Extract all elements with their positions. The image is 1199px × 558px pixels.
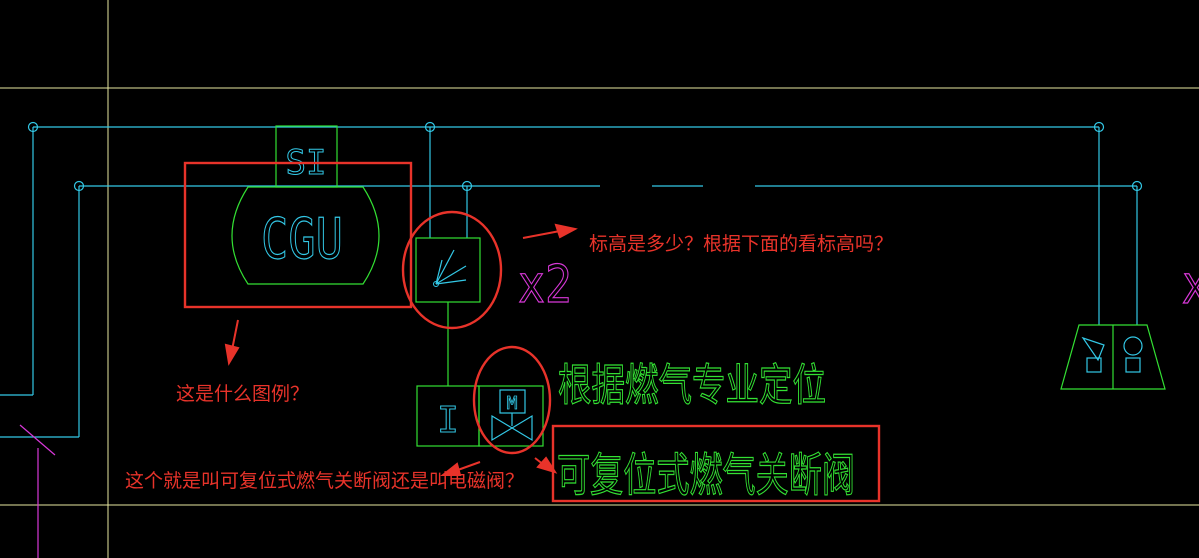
motorized-valve-icon: M xyxy=(491,389,533,442)
si-box: SI xyxy=(275,125,338,188)
cgu-unit: CGU xyxy=(231,186,380,285)
x2-label: x2 xyxy=(518,255,572,315)
valve-m-label: M xyxy=(507,393,518,414)
meter-highlight-circle xyxy=(401,210,503,330)
valve-highlight-circle xyxy=(472,345,552,455)
right-edge-x-label: X xyxy=(1183,267,1199,313)
red-callouts xyxy=(183,161,881,503)
magenta-leader xyxy=(19,424,56,558)
red-arrow-icon xyxy=(224,223,578,476)
i-label: I xyxy=(437,400,459,441)
valve-question: 这个就是叫可复位式燃气关断阀还是叫电磁阀？ xyxy=(125,470,524,492)
legend-question: 这是什么图例？ xyxy=(176,383,309,405)
gas-pipelines xyxy=(0,121,1143,438)
cgu-label: CGU xyxy=(261,207,343,272)
valve-name-highlight-box xyxy=(551,424,881,503)
flow-meter-icon xyxy=(415,237,481,386)
gas-burner-icon xyxy=(1060,324,1166,390)
elevation-question: 标高是多少？根据下面的看标高吗？ xyxy=(589,233,893,255)
gas-positioning-text: 根据燃气专业定位 xyxy=(558,360,826,411)
valve-group: I xyxy=(416,385,544,447)
reset-shutoff-valve-text: 可复位式燃气关断阀 xyxy=(557,448,855,502)
legend-highlight-box xyxy=(183,161,413,309)
